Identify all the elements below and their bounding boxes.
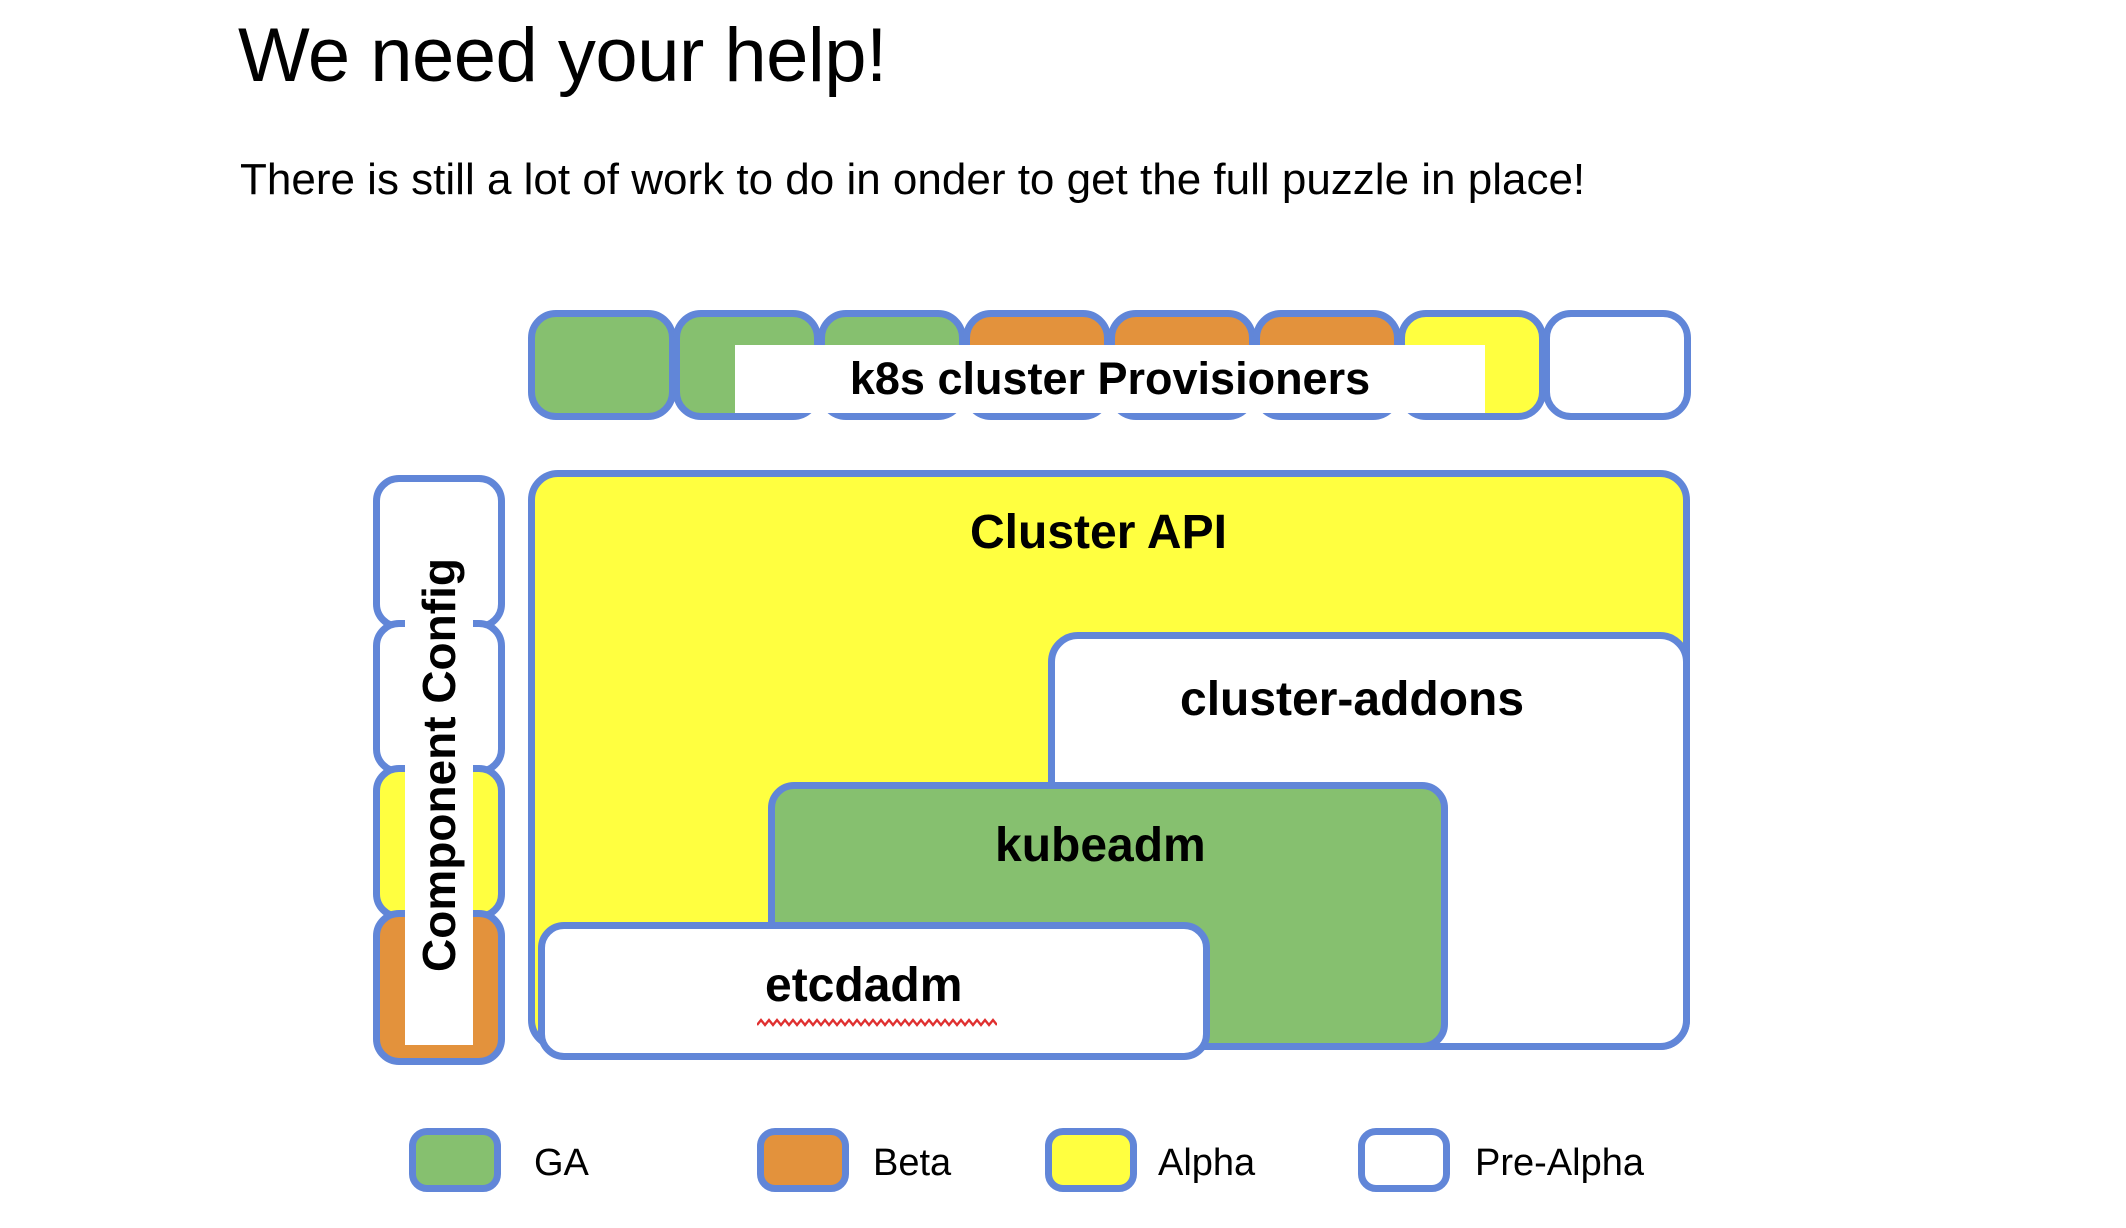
legend-swatch-prealpha [1358, 1128, 1450, 1192]
page-title: We need your help! [238, 13, 887, 98]
legend-swatch-alpha [1045, 1128, 1137, 1192]
provisioner-box-1 [528, 310, 676, 420]
legend-label-beta: Beta [873, 1142, 952, 1184]
component-config-label: Component Config [413, 558, 466, 972]
label-kubeadm: kubeadm [995, 819, 1206, 872]
box-etcdadm [538, 922, 1210, 1060]
provisioner-strip-label: k8s cluster Provisioners [735, 345, 1485, 413]
legend-label-alpha: Alpha [1158, 1142, 1256, 1184]
spellcheck-squiggle-icon [757, 1018, 997, 1027]
legend-swatch-beta [757, 1128, 849, 1192]
label-etcdadm-wrapper: etcdadm [757, 958, 997, 1027]
component-config-label-band: Component Config [405, 485, 473, 1045]
legend-swatch-ga [409, 1128, 501, 1192]
provisioner-box-8 [1543, 310, 1691, 420]
legend-label-ga: GA [534, 1142, 589, 1184]
label-etcdadm: etcdadm [765, 959, 963, 1012]
label-cluster-addons: cluster-addons [1180, 673, 1525, 726]
label-cluster-api: Cluster API [970, 506, 1227, 559]
legend-label-prealpha: Pre-Alpha [1475, 1142, 1644, 1184]
page-subtitle: There is still a lot of work to do in on… [240, 155, 1586, 204]
